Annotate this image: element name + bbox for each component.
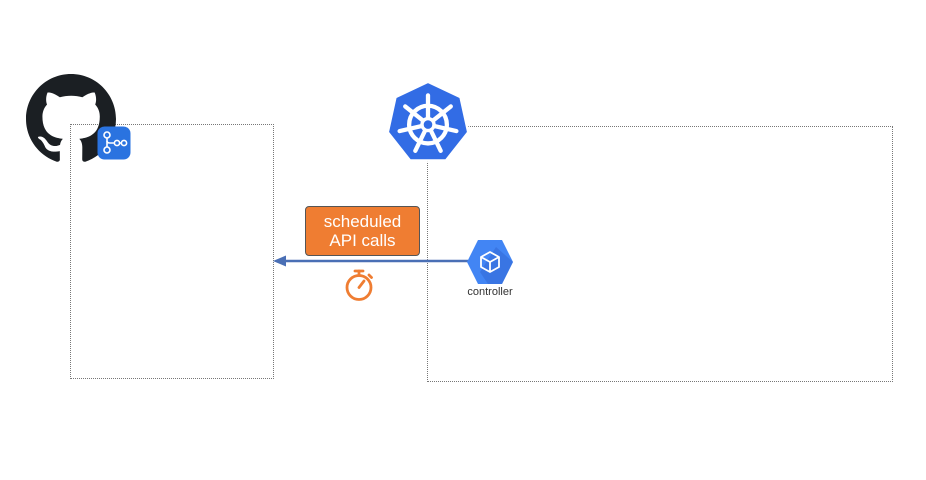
github-zone bbox=[70, 124, 274, 379]
github-actions-icon bbox=[97, 126, 131, 160]
controller-cube-icon bbox=[467, 240, 513, 284]
stopwatch-icon bbox=[345, 269, 373, 301]
scheduled-api-calls-callout: scheduled API calls bbox=[305, 206, 420, 256]
github-octocat-icon bbox=[26, 74, 116, 162]
controller-label: controller bbox=[467, 286, 513, 298]
kubernetes-cluster-zone bbox=[427, 126, 893, 382]
kubernetes-helm-icon bbox=[386, 80, 470, 162]
